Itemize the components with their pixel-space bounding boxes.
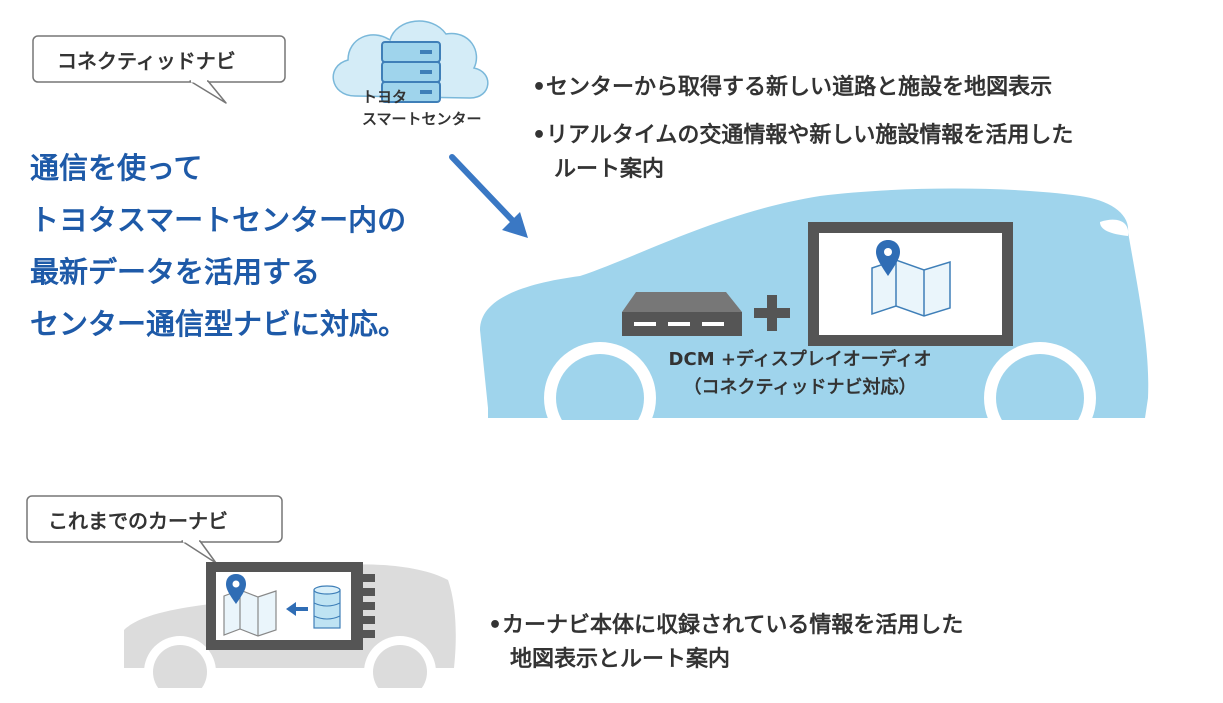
legacy-bullet-continuation: 地図表示とルート案内	[488, 647, 731, 672]
legacy-navi-unit	[206, 562, 375, 650]
connected-bullet: •リアルタイムの交通情報や新しい施設情報を活用した	[532, 123, 1074, 148]
device-label-line1: DCM +ディスプレイオーディオ	[668, 349, 932, 370]
arrow-down-right-icon	[449, 154, 528, 238]
headline-line: トヨタスマートセンター内の	[30, 203, 407, 237]
smart-center-label-line1: トヨタ	[362, 88, 408, 106]
headline-line: 最新データを活用する	[30, 255, 321, 289]
connected-navi-bubble	[32, 35, 286, 104]
legacy-bullet: •カーナビ本体に収録されている情報を活用した	[488, 613, 964, 638]
headline: 通信を使って トヨタスマートセンター内の 最新データを活用する センター通信型ナ…	[30, 142, 407, 350]
headline-line: センター通信型ナビに対応。	[30, 307, 408, 341]
legacy-navi-bubble-label: これまでのカーナビ	[48, 509, 228, 533]
smart-center-label-line2: スマートセンター	[362, 110, 482, 128]
plus-icon	[754, 295, 790, 331]
map-icon	[871, 259, 951, 317]
connected-navi-bubble-label: コネクティッドナビ	[57, 49, 236, 73]
display-audio-icon	[808, 222, 1013, 346]
legacy-navi-bubble	[26, 495, 283, 564]
map-pin-icon	[226, 574, 246, 604]
cloud-server-icon	[332, 20, 489, 103]
smart-center-label: トヨタ スマートセンター	[362, 86, 482, 130]
dcm-device-icon	[622, 292, 742, 336]
headline-line: 通信を使って	[30, 151, 203, 185]
device-label: DCM +ディスプレイオーディオ （コネクティッドナビ対応）	[640, 346, 960, 402]
device-label-line2: （コネクティッドナビ対応）	[683, 377, 917, 398]
map-pin-icon	[876, 240, 900, 276]
connected-bullet-continuation: ルート案内	[532, 157, 665, 182]
connected-bullet: •センターから取得する新しい道路と施設を地図表示	[532, 75, 1053, 100]
arrow-left-icon	[286, 602, 308, 616]
database-icon	[313, 585, 341, 629]
